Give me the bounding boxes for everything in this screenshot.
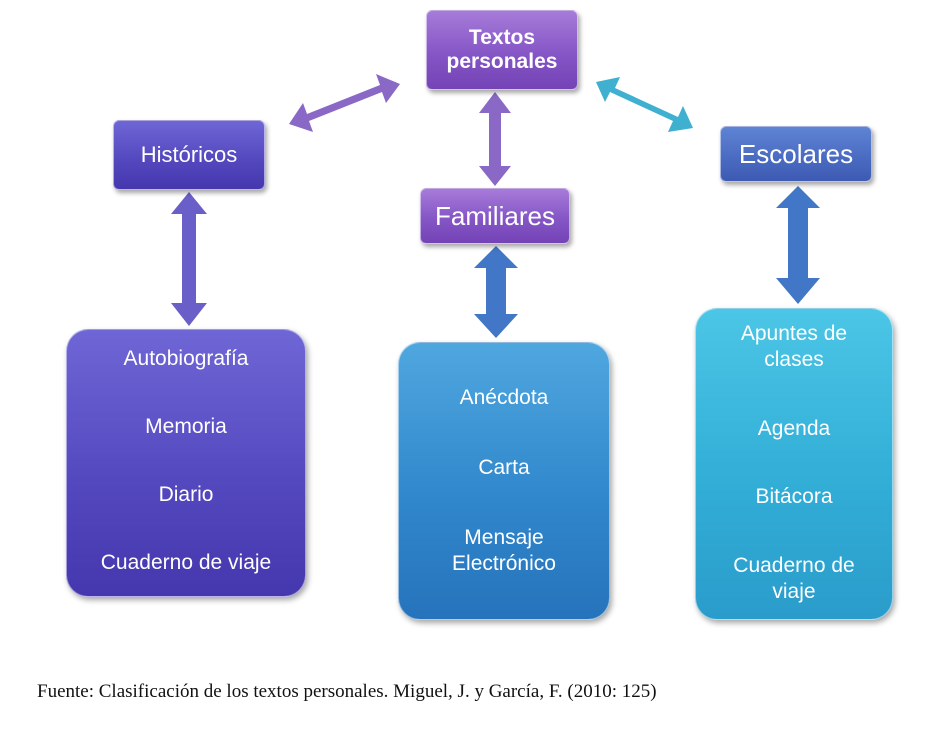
arrow-escolares-list [776, 186, 820, 304]
arrow-root-familiares [479, 92, 511, 186]
category-familiares-label: Familiares [435, 200, 555, 231]
list-item: Mensaje [464, 526, 544, 549]
list-item: Diario [158, 483, 214, 506]
historicos-list-box: Autobiografía Memoria Diario Cuaderno de… [66, 329, 306, 597]
list-item: Cuaderno de viaje [100, 551, 272, 574]
arrow-root-historicos [289, 74, 400, 132]
list-item: Autobiografía [123, 347, 249, 370]
list-item: Memoria [145, 415, 227, 438]
classification-diagram: Textos personales Históricos Familiares … [66, 10, 893, 620]
list-item: Anécdota [459, 386, 549, 409]
category-familiares: Familiares [420, 188, 570, 244]
category-historicos: Históricos [113, 120, 265, 190]
list-item: viaje [772, 579, 816, 603]
source-caption: Fuente: Clasificación de los textos pers… [37, 681, 657, 702]
list-item: Carta [478, 456, 530, 479]
arrow-root-escolares [596, 77, 693, 132]
category-escolares-label: Escolares [738, 138, 854, 169]
list-item: Bitácora [755, 485, 833, 509]
escolares-list-box: Apuntes de clases Agenda Bitácora Cuader… [695, 308, 893, 620]
familiares-list-box: Anécdota Carta Mensaje Electrónico [398, 342, 610, 620]
arrow-familiares-list [474, 246, 518, 338]
list-item: clases [764, 348, 824, 371]
root-label-line1: Textos [468, 26, 536, 49]
arrow-historicos-list [171, 192, 207, 326]
list-item: Apuntes de [740, 322, 848, 345]
category-escolares: Escolares [720, 126, 872, 182]
list-item: Agenda [757, 416, 831, 440]
root-label-line2: personales [446, 50, 558, 73]
list-item: Cuaderno de [733, 553, 855, 577]
root-node: Textos personales [426, 10, 578, 90]
connector-arrows [171, 74, 820, 338]
list-item-group: Cuaderno de viaje [733, 553, 854, 605]
list-item-group: Apuntes de clases [741, 321, 847, 373]
list-item: Electrónico [452, 552, 556, 575]
category-historicos-label: Históricos [140, 142, 238, 167]
